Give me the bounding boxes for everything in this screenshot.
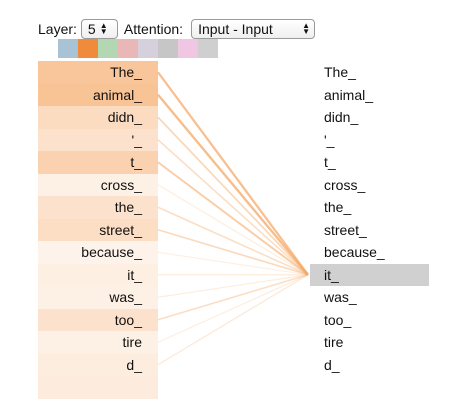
attention-select[interactable]: Input - Input ▲▼: [191, 19, 316, 39]
target-token-label: didn_: [324, 109, 359, 126]
layer-value: 5: [87, 21, 96, 37]
target-token-label: was_: [324, 289, 357, 306]
head-swatch-7[interactable]: [178, 39, 198, 58]
attention-head-swatches: [58, 39, 218, 58]
source-token[interactable]: The_: [38, 61, 158, 84]
target-token-label: because_: [324, 244, 385, 261]
source-token-label: cross_: [100, 176, 142, 193]
target-token-column: The_ animal_ didn_ '_ t_ cross_ the_ street_bec…: [310, 61, 429, 376]
source-token[interactable]: it_: [38, 263, 158, 286]
head-swatch-4[interactable]: [118, 39, 138, 58]
attention-line: [157, 251, 309, 276]
source-token-label: because_: [81, 244, 142, 261]
attention-line: [157, 71, 309, 276]
target-token-label: The_: [324, 64, 356, 81]
head-swatch-8[interactable]: [198, 39, 218, 58]
target-token[interactable]: too_: [310, 309, 429, 332]
attention-line: [157, 93, 309, 276]
target-token[interactable]: cross_: [310, 174, 429, 197]
target-token-label: cross_: [324, 176, 366, 193]
attention-label: Attention:: [123, 21, 184, 37]
attention-line: [157, 274, 309, 366]
source-token-label: the_: [114, 199, 142, 216]
target-token-label: too_: [324, 311, 352, 328]
layer-select[interactable]: 5 ▲▼: [80, 19, 118, 39]
source-token-label: tire: [122, 334, 142, 351]
target-token-label: street_: [324, 221, 367, 238]
source-token[interactable]: cross_: [38, 173, 158, 196]
head-swatch-1[interactable]: [58, 39, 78, 58]
target-token[interactable]: because_: [310, 241, 429, 264]
attention-line: [157, 274, 309, 321]
select-arrows-icon: ▲▼: [302, 21, 311, 36]
source-token[interactable]: was_: [38, 286, 158, 309]
target-token-label: animal_: [324, 86, 374, 103]
target-token[interactable]: the_: [310, 196, 429, 219]
source-token[interactable]: [38, 376, 158, 399]
head-swatch-2[interactable]: [78, 39, 98, 58]
attention-value: Input - Input: [198, 21, 273, 37]
target-token[interactable]: t_: [310, 151, 429, 174]
target-token[interactable]: didn_: [310, 106, 429, 129]
head-swatch-6[interactable]: [158, 39, 178, 58]
source-token-label: t_: [130, 154, 142, 171]
source-token[interactable]: d_: [38, 353, 158, 376]
head-swatch-5[interactable]: [138, 39, 158, 58]
source-token-label: was_: [109, 289, 142, 306]
head-swatch-3[interactable]: [98, 39, 118, 58]
target-token-label: tire: [324, 334, 344, 351]
target-token[interactable]: '_: [310, 129, 429, 152]
attention-line: [157, 206, 309, 276]
attention-line: [157, 228, 309, 276]
target-token[interactable]: street_: [310, 219, 429, 242]
source-token[interactable]: animal_: [38, 83, 158, 106]
source-token[interactable]: tire: [38, 331, 158, 354]
layer-label: Layer:: [38, 21, 77, 37]
source-token-label: didn_: [107, 109, 142, 126]
target-token[interactable]: animal_: [310, 84, 429, 107]
source-token[interactable]: didn_: [38, 106, 158, 129]
target-token[interactable]: tire: [310, 331, 429, 354]
target-token-label: '_: [324, 131, 335, 148]
target-token-label: it_: [324, 266, 339, 283]
source-token-label: street_: [99, 221, 142, 238]
attention-line: [157, 161, 309, 276]
source-token-label: animal_: [92, 86, 142, 103]
source-token[interactable]: the_: [38, 196, 158, 219]
source-token-label: '_: [131, 131, 142, 148]
source-token-label: it_: [127, 266, 142, 283]
attention-line: [157, 116, 309, 276]
source-token[interactable]: street_: [38, 218, 158, 241]
attention-line: [157, 139, 309, 276]
attention-line: [157, 274, 309, 298]
target-token-label: the_: [324, 199, 352, 216]
select-arrows-icon: ▲▼: [99, 21, 108, 36]
target-token[interactable]: d_: [310, 354, 429, 377]
target-token-label: d_: [324, 356, 340, 373]
controls-bar: Layer: 5 ▲▼ Attention: Input - Input ▲▼: [38, 18, 316, 40]
target-token[interactable]: was_: [310, 286, 429, 309]
source-token[interactable]: '_: [38, 128, 158, 151]
source-token-label: too_: [114, 311, 142, 328]
source-token[interactable]: because_: [38, 241, 158, 264]
attention-line: [157, 184, 309, 276]
source-token-label: The_: [110, 64, 142, 81]
source-token[interactable]: too_: [38, 308, 158, 331]
source-token[interactable]: t_: [38, 151, 158, 174]
target-token[interactable]: The_: [310, 61, 429, 84]
target-token-label: t_: [324, 154, 336, 171]
source-token-column: The_ animal_ didn_ '_ t_ cross_ the_ street_bec…: [38, 61, 158, 399]
target-token[interactable]: it_: [310, 263, 429, 286]
source-token-label: d_: [126, 356, 142, 373]
attention-line: [157, 274, 309, 343]
